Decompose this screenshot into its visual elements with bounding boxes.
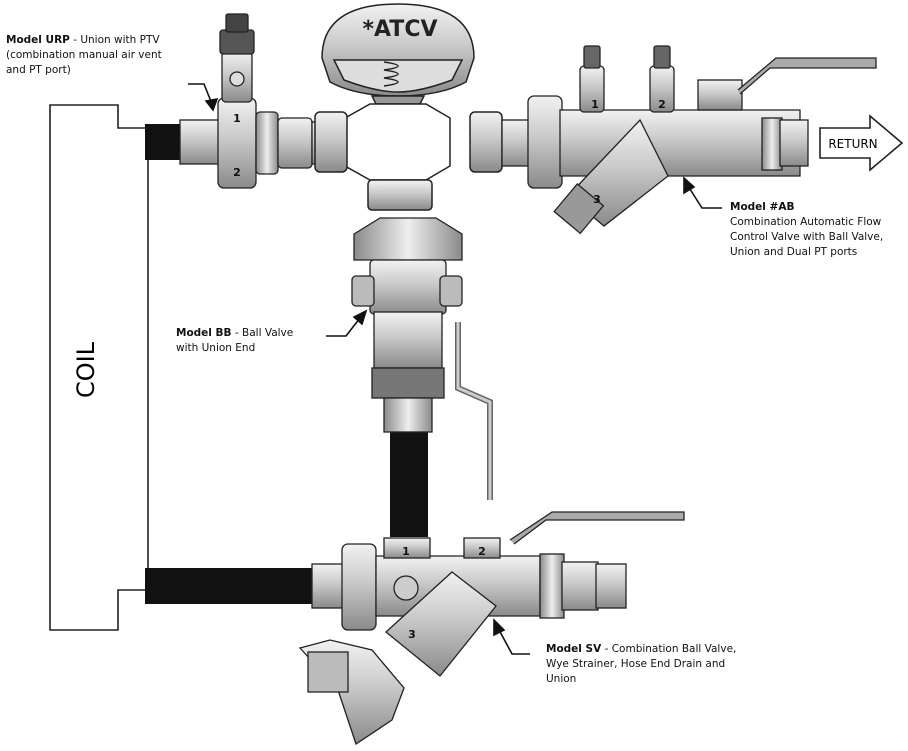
model-bb-desc-line2: with Union End	[176, 342, 256, 354]
ab-port-2: 2	[658, 98, 666, 111]
urp-port-1: 1	[233, 112, 241, 125]
sv-port-3: 3	[408, 628, 416, 641]
model-urp-name: Model URP	[6, 34, 70, 46]
model-bb-label: Model BB - Ball Valve with Union End	[176, 326, 326, 356]
ab-leader-arrow	[687, 185, 722, 209]
atcv-actuator: *ATCV	[314, 3, 503, 211]
model-sv-label: Model SV - Combination Ball Valve, Wye S…	[546, 642, 766, 687]
leader-arrows	[188, 83, 722, 655]
model-bb-name: Model BB	[176, 327, 232, 339]
model-urp-desc-line1: - Union with PTV	[69, 34, 160, 46]
model-sv-desc-line3: Union	[546, 673, 577, 685]
atcv-label: *ATCV	[362, 17, 437, 42]
model-ab-desc-line1: Combination Automatic Flow	[730, 216, 882, 228]
model-sv-name: Model SV	[546, 643, 602, 655]
return-label: RETURN	[828, 137, 877, 151]
pipe-vertical-middle	[390, 432, 428, 537]
coil-label: COIL	[72, 341, 100, 398]
model-urp-desc-line2: (combination manual air vent	[6, 49, 162, 61]
model-bb-desc-line1: - Ball Valve	[231, 327, 294, 339]
model-sv-valve: 1 2 3	[298, 511, 685, 746]
model-sv-desc-line1: - Combination Ball Valve,	[601, 643, 737, 655]
model-ab-valve: 1 2 3	[501, 45, 877, 235]
model-bb-valve	[351, 217, 493, 500]
model-ab-desc-line3: Union and Dual PT ports	[730, 246, 858, 258]
urp-leader-arrow	[188, 83, 213, 105]
coil-box: COIL	[49, 104, 149, 631]
model-ab-desc-line2: Control Valve with Ball Valve,	[730, 231, 884, 243]
pipe-supply-bottom	[145, 568, 315, 604]
pipes	[145, 124, 428, 604]
bb-leader-arrow	[326, 317, 361, 337]
return-arrow: RETURN	[819, 114, 904, 172]
pipe-supply-top	[145, 124, 183, 160]
model-urp-desc-line3: and PT port)	[6, 64, 71, 76]
model-urp-valve: 1 2	[179, 13, 323, 189]
model-sv-desc-line2: Wye Strainer, Hose End Drain and	[546, 658, 726, 670]
sv-leader-arrow	[497, 627, 530, 655]
ab-port-3: 3	[593, 193, 601, 206]
sv-port-2: 2	[478, 545, 486, 558]
model-urp-label: Model URP - Union with PTV (combination …	[6, 33, 206, 78]
urp-port-2: 2	[233, 166, 241, 179]
ab-port-1: 1	[591, 98, 599, 111]
model-ab-name: Model #AB	[730, 201, 795, 213]
model-ab-label: Model #AB Combination Automatic Flow Con…	[730, 200, 905, 260]
sv-port-1: 1	[402, 545, 410, 558]
